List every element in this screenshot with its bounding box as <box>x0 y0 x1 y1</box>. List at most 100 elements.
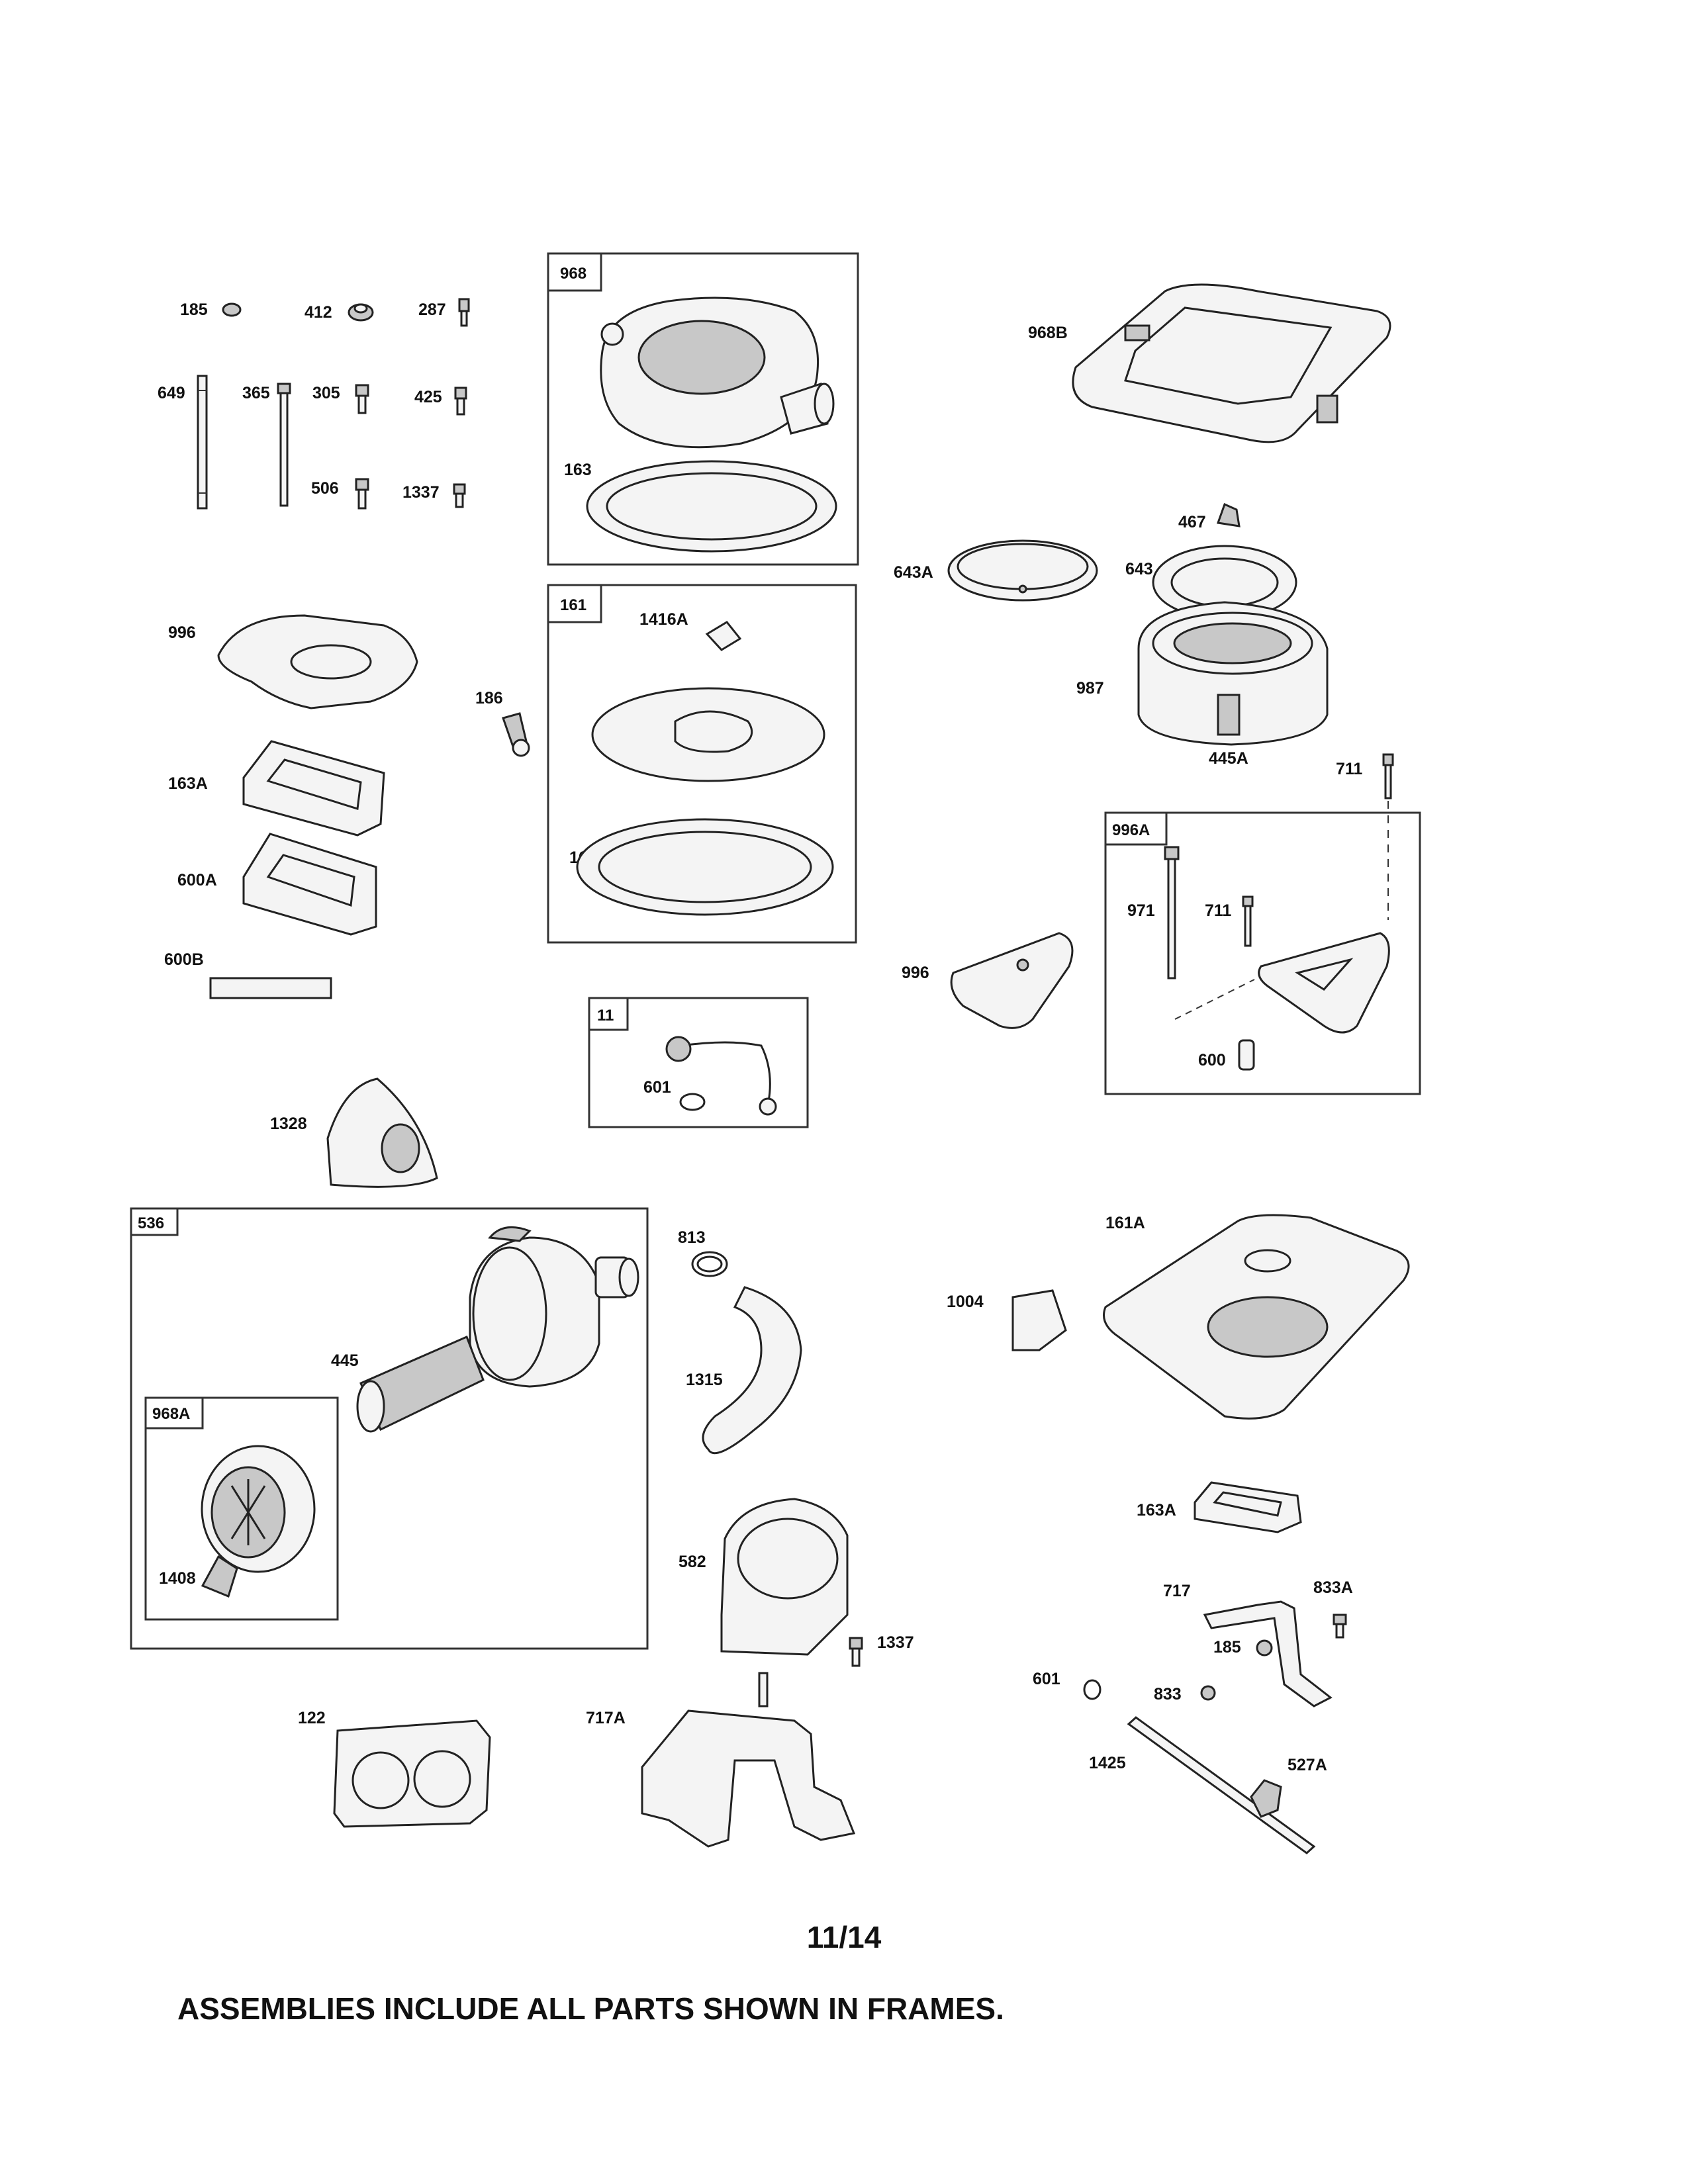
part-163-gasket-ring-lower: 163 <box>569 818 834 916</box>
part-536-canister <box>469 1226 639 1388</box>
part-163-gasket-ring: 163 <box>564 460 837 553</box>
part-445-filter-cartridge: 445 <box>331 1335 485 1433</box>
label-163A-right: 163A <box>1137 1501 1176 1520</box>
part-643-precleaner: 643 <box>1125 545 1297 620</box>
label-425: 425 <box>414 388 442 406</box>
label-467: 467 <box>1178 513 1206 531</box>
label-445A: 445A <box>1209 749 1248 768</box>
frame-label-968A: 968A <box>152 1405 190 1423</box>
label-122: 122 <box>298 1709 326 1727</box>
label-1004: 1004 <box>947 1293 984 1311</box>
label-971: 971 <box>1127 901 1155 920</box>
label-1337: 1337 <box>402 483 440 502</box>
part-968A-precleaner <box>201 1445 316 1573</box>
label-1416A: 1416A <box>639 610 688 629</box>
part-412-flange-nut: 412 <box>305 303 374 322</box>
part-813-clamp: 813 <box>678 1228 728 1277</box>
part-1337-bolt: 1337 <box>402 483 466 508</box>
label-711-frame: 711 <box>1205 901 1231 920</box>
label-643A: 643A <box>894 563 933 582</box>
label-1315: 1315 <box>686 1371 723 1389</box>
part-600A-gasket: 600A <box>177 833 377 936</box>
label-582: 582 <box>679 1553 706 1571</box>
label-1425: 1425 <box>1089 1754 1126 1772</box>
part-445A-label: 445A <box>1209 749 1248 768</box>
label-185: 185 <box>180 300 208 319</box>
part-1408-clip: 1408 <box>159 1555 238 1598</box>
frame-11: 11 <box>588 997 809 1128</box>
label-1408: 1408 <box>159 1569 196 1588</box>
label-412: 412 <box>305 303 332 322</box>
part-968B-cover: 968B <box>1028 283 1391 443</box>
label-600B: 600B <box>164 950 204 969</box>
part-601-clamp-lower: 601 <box>1033 1670 1102 1700</box>
part-365-bolt: 365 <box>242 383 291 507</box>
part-186-fitting: 186 <box>475 689 530 757</box>
part-161A-base: 161A <box>1103 1214 1410 1420</box>
part-833A-screw: 833A <box>1313 1578 1353 1639</box>
label-717: 717 <box>1163 1582 1191 1600</box>
part-996-gasket: 996 <box>168 614 418 709</box>
frame-label-996A: 996A <box>1112 821 1150 839</box>
frame-label-11: 11 <box>597 1007 614 1024</box>
part-185-nut-lower: 185 <box>1213 1638 1273 1657</box>
label-186: 186 <box>475 689 503 707</box>
label-996-plate: 996 <box>902 964 929 982</box>
part-996-plate: 996 <box>902 932 1074 1029</box>
part-122-gasket: 122 <box>298 1709 491 1828</box>
label-527A: 527A <box>1288 1756 1327 1774</box>
part-base-plate-perforated <box>591 687 825 782</box>
label-506: 506 <box>311 479 339 498</box>
label-968B: 968B <box>1028 324 1068 342</box>
frame-label-968: 968 <box>560 265 586 283</box>
label-643: 643 <box>1125 560 1153 578</box>
label-649: 649 <box>158 384 185 402</box>
part-air-guide-plate <box>1174 932 1390 1034</box>
part-467-clip: 467 <box>1178 502 1241 531</box>
frame-968: 968 <box>547 252 859 566</box>
label-813: 813 <box>678 1228 706 1247</box>
part-711-bolt-top: 711 <box>1336 753 1394 920</box>
part-1004-elbow: 1004 <box>947 1289 1067 1351</box>
part-833-nut: 833 <box>1154 1685 1216 1704</box>
part-163A-gasket: 163A <box>168 740 385 837</box>
label-1337-lower: 1337 <box>877 1633 914 1652</box>
label-833: 833 <box>1154 1685 1182 1704</box>
part-987-filter-element: 987 <box>1076 601 1329 746</box>
label-996: 996 <box>168 623 196 642</box>
page-number: 11/14 <box>806 1920 882 1954</box>
label-601: 601 <box>643 1078 671 1097</box>
part-711-bolt-frame: 711 <box>1205 895 1254 947</box>
part-971-bolt: 971 <box>1127 846 1180 979</box>
label-305: 305 <box>312 384 340 402</box>
frame-label-536: 536 <box>138 1214 164 1232</box>
frame-label-161: 161 <box>560 596 586 614</box>
part-649-stud: 649 <box>158 375 208 510</box>
part-600B-spacer: 600B <box>164 950 332 999</box>
part-1337-bolt-lower: 1337 <box>849 1633 914 1667</box>
part-305-bolt: 305 <box>312 384 369 414</box>
part-643A-cover-plate: 643A <box>894 539 1098 602</box>
label-445: 445 <box>331 1351 359 1370</box>
part-1425-tube: 1425 <box>1089 1716 1316 1854</box>
frame-161: 161 <box>547 584 857 944</box>
part-506-bolt: 506 <box>311 478 369 510</box>
part-527A-clamp: 527A <box>1250 1756 1327 1818</box>
label-987: 987 <box>1076 679 1104 698</box>
label-600A: 600A <box>177 871 217 889</box>
label-287: 287 <box>418 300 446 319</box>
part-600-spacer: 600 <box>1198 1039 1255 1071</box>
part-air-cleaner-base-housing <box>600 296 835 449</box>
label-365: 365 <box>242 384 270 402</box>
footer-note: ASSEMBLIES INCLUDE ALL PARTS SHOWN IN FR… <box>177 1991 1004 2026</box>
part-582-bracket: 582 <box>679 1498 849 1656</box>
part-1416A-pin: 1416A <box>639 610 742 651</box>
label-161A: 161A <box>1105 1214 1145 1232</box>
label-163: 163 <box>564 461 592 479</box>
label-185-lower: 185 <box>1213 1638 1241 1657</box>
label-711: 711 <box>1336 760 1362 778</box>
part-163A-gasket-right: 163A <box>1137 1481 1302 1533</box>
frame-968A: 968A <box>144 1396 339 1621</box>
label-833A: 833A <box>1313 1578 1353 1597</box>
label-1328: 1328 <box>270 1115 307 1133</box>
